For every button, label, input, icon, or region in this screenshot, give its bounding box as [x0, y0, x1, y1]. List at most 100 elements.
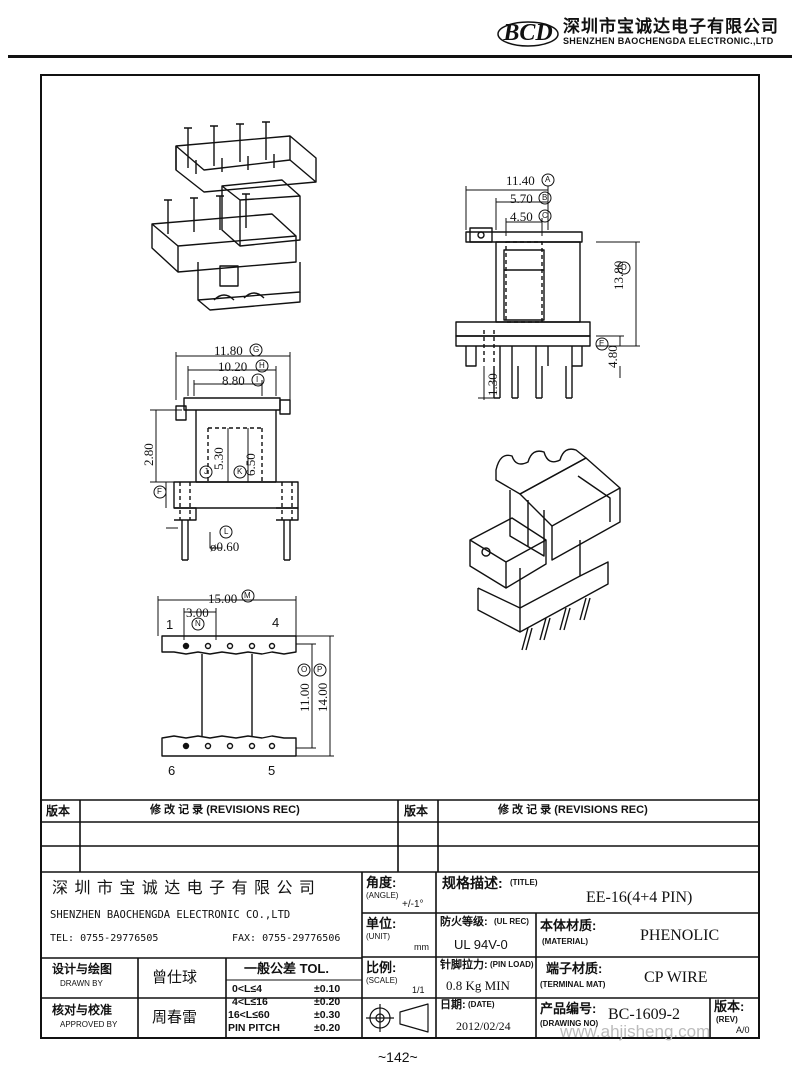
- pin-label-6: 6: [168, 763, 176, 778]
- tb-tel: TEL: 0755-29776505: [50, 933, 159, 944]
- iso-view-middle-right: [469, 448, 621, 651]
- tb-date-en: (DATE): [468, 1000, 495, 1009]
- tol-value-4: ±0.20: [314, 1022, 341, 1034]
- tol-range-2: 4<L≤16: [232, 996, 268, 1008]
- dim-pin-length: 1.30: [485, 373, 500, 396]
- tb-company-en: SHENZHEN BAOCHENGDA ELECTRONIC CO.,LTD: [50, 909, 291, 921]
- tb-drawno-en: (DRAWING NO): [540, 1019, 599, 1028]
- header-company-cn: 深圳市宝诚达电子有限公司: [563, 17, 779, 36]
- marker-i: I: [256, 375, 259, 384]
- header-rule: [8, 55, 792, 58]
- dim-bottom-m: 15.00: [208, 591, 238, 606]
- dim-pin-diameter: ø0.60: [210, 539, 240, 554]
- tb-terminal-value: CP WIRE: [644, 969, 708, 986]
- front-view-middle-left: [150, 352, 299, 561]
- dim-side-e: 4.80: [605, 345, 620, 368]
- dim-front-height: 2.80: [141, 443, 156, 466]
- tb-angle-label: 角度:: [366, 875, 397, 890]
- tb-terminal-label: 端子材质:: [546, 961, 603, 976]
- marker-p: P: [317, 665, 323, 674]
- tb-drawn-name: 曾仕球: [152, 969, 198, 986]
- marker-e: E: [599, 339, 605, 348]
- markers: [153, 173, 631, 677]
- marker-o: O: [301, 665, 308, 674]
- marker-h: H: [259, 361, 265, 370]
- dim-top-c: 4.50: [510, 209, 533, 224]
- pin-label-5: 5: [268, 763, 276, 778]
- tb-angle-en: (ANGLE): [366, 891, 399, 900]
- marker-b: B: [542, 193, 548, 202]
- tol-value-2: ±0.20: [314, 996, 341, 1008]
- tb-pinload-en: (PIN LOAD): [490, 960, 534, 969]
- dim-front-i: 8.80: [222, 373, 245, 388]
- tol-value-3: ±0.30: [314, 1009, 341, 1021]
- tb-scale-value: 1/1: [412, 985, 425, 995]
- tb-ul-label: 防火等级:: [440, 916, 488, 928]
- tb-material-en: (MATERIAL): [542, 937, 589, 946]
- rev-col-version-2: 版本: [404, 804, 429, 818]
- marker-f: F: [157, 487, 162, 496]
- rev-col-record-1: 修 改 记 录 (REVISIONS REC): [150, 804, 300, 816]
- projection-symbol: [366, 1003, 429, 1033]
- tb-fax: FAX: 0755-29776506: [232, 933, 341, 944]
- tb-rev-label: 版本:: [714, 999, 745, 1014]
- watermark: www.ahjisheng.com: [560, 1022, 711, 1041]
- tb-pinload-label: 针脚拉力:: [440, 959, 488, 971]
- tb-title-en: (TITLE): [510, 878, 538, 887]
- bottom-view: [157, 596, 334, 757]
- marker-a: A: [545, 175, 551, 184]
- tb-approved-label: 核对与校准: [52, 1003, 113, 1017]
- tb-ul-en: (UL REC): [494, 917, 529, 926]
- tb-title-value: EE-16(4+4 PIN): [586, 889, 693, 906]
- pin-label-4: 4: [272, 615, 280, 630]
- tb-rev-value: A/0: [736, 1025, 750, 1035]
- logo-text: BCD: [502, 20, 552, 46]
- dim-top-a: 11.40: [506, 173, 535, 188]
- pin-label-1: 1: [166, 617, 174, 632]
- tb-date-value: 2012/02/24: [456, 1019, 511, 1033]
- tb-angle-value: +/-1°: [402, 899, 424, 910]
- dim-front-k: 6.50: [243, 453, 258, 476]
- tb-approved-en: APPROVED BY: [60, 1020, 118, 1029]
- marker-k: K: [237, 467, 243, 476]
- dim-bottom-p: 14.00: [315, 682, 330, 712]
- company-logo: BCD: [497, 20, 559, 47]
- tol-range-1: 0<L≤4: [232, 983, 262, 995]
- tb-date-label: 日期:: [440, 999, 466, 1011]
- tb-scale-en: (SCALE): [366, 976, 398, 985]
- tb-pinload-value: 0.8 Kg MIN: [446, 978, 510, 993]
- page-number: ~142~: [378, 1049, 418, 1065]
- dim-bottom-n: 3.00: [186, 605, 209, 620]
- tol-range-4: PIN PITCH: [228, 1022, 280, 1034]
- title-block-lines: [40, 799, 760, 1039]
- dim-front-g: 11.80: [214, 343, 243, 358]
- marker-j: J: [204, 467, 208, 476]
- tb-unit-value: mm: [414, 942, 429, 952]
- dim-front-j: 5.30: [211, 447, 226, 470]
- tb-drawn-label: 设计与绘图: [52, 962, 113, 976]
- dim-top-b: 5.70: [510, 191, 533, 206]
- drawing-frame: [40, 74, 760, 1039]
- tb-rev-en: (REV): [716, 1015, 738, 1024]
- tb-unit-label: 单位:: [366, 916, 397, 931]
- tb-approved-name: 周春雷: [152, 1009, 198, 1026]
- marker-g: G: [253, 345, 260, 354]
- tol-range-3: 16<L≤60: [228, 1009, 270, 1021]
- marker-d: D: [621, 263, 627, 272]
- tb-drawn-en: DRAWN BY: [60, 979, 103, 988]
- header-company-en: SHENZHEN BAOCHENGDA ELECTRONIC.,LTD: [563, 36, 774, 46]
- marker-m: M: [244, 591, 251, 600]
- dim-front-h: 10.20: [218, 359, 248, 374]
- side-view-top-right: [455, 186, 640, 400]
- tb-terminal-en: (TERMINAL MAT): [540, 980, 606, 989]
- dim-bottom-o: 11.00: [297, 683, 312, 712]
- marker-c: C: [542, 211, 548, 220]
- tb-ul-value: UL 94V-0: [454, 937, 508, 952]
- marker-n: N: [195, 619, 201, 628]
- marker-l: L: [224, 527, 229, 536]
- tb-drawno-label: 产品编号:: [540, 1001, 597, 1016]
- tb-tolerance-title: 一般公差 TOL.: [244, 961, 329, 976]
- rev-col-version-1: 版本: [46, 804, 71, 818]
- tb-drawno-value: BC-1609-2: [608, 1006, 680, 1023]
